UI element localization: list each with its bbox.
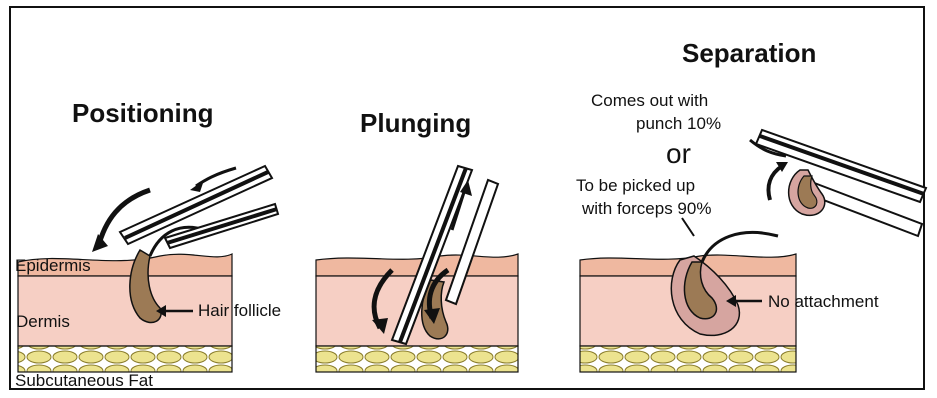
pointer-forceps [682,218,694,236]
title-positioning: Positioning [72,98,214,129]
label-subcutaneous-fat: Subcutaneous Fat [15,371,153,391]
subcutaneous-fat-layer [18,346,232,372]
label-dermis: Dermis [16,312,70,332]
label-epidermis: Epidermis [15,256,91,276]
arrow-positioning-curve-head [92,234,108,252]
subcutaneous-fat-layer [316,346,518,372]
label-or: or [666,138,691,170]
arrow-positioning-upper-head [190,180,204,192]
label-comes-out-line2: punch 10% [636,114,721,134]
label-no-attachment: No attachment [768,292,879,312]
label-comes-out-line1: Comes out with [591,91,708,111]
arrow-separation-lower [769,166,783,200]
title-plunging: Plunging [360,108,471,139]
skin-block-separation [580,218,796,372]
subcutaneous-fat-layer [580,346,796,372]
punch-with-graft [750,130,926,236]
skin-block-plunging [316,166,518,372]
label-hair-follicle: Hair follicle [198,301,281,321]
label-picked-up-line2: with forceps 90% [582,199,711,219]
label-picked-up-line1: To be picked up [576,176,695,196]
title-separation: Separation [682,38,816,69]
